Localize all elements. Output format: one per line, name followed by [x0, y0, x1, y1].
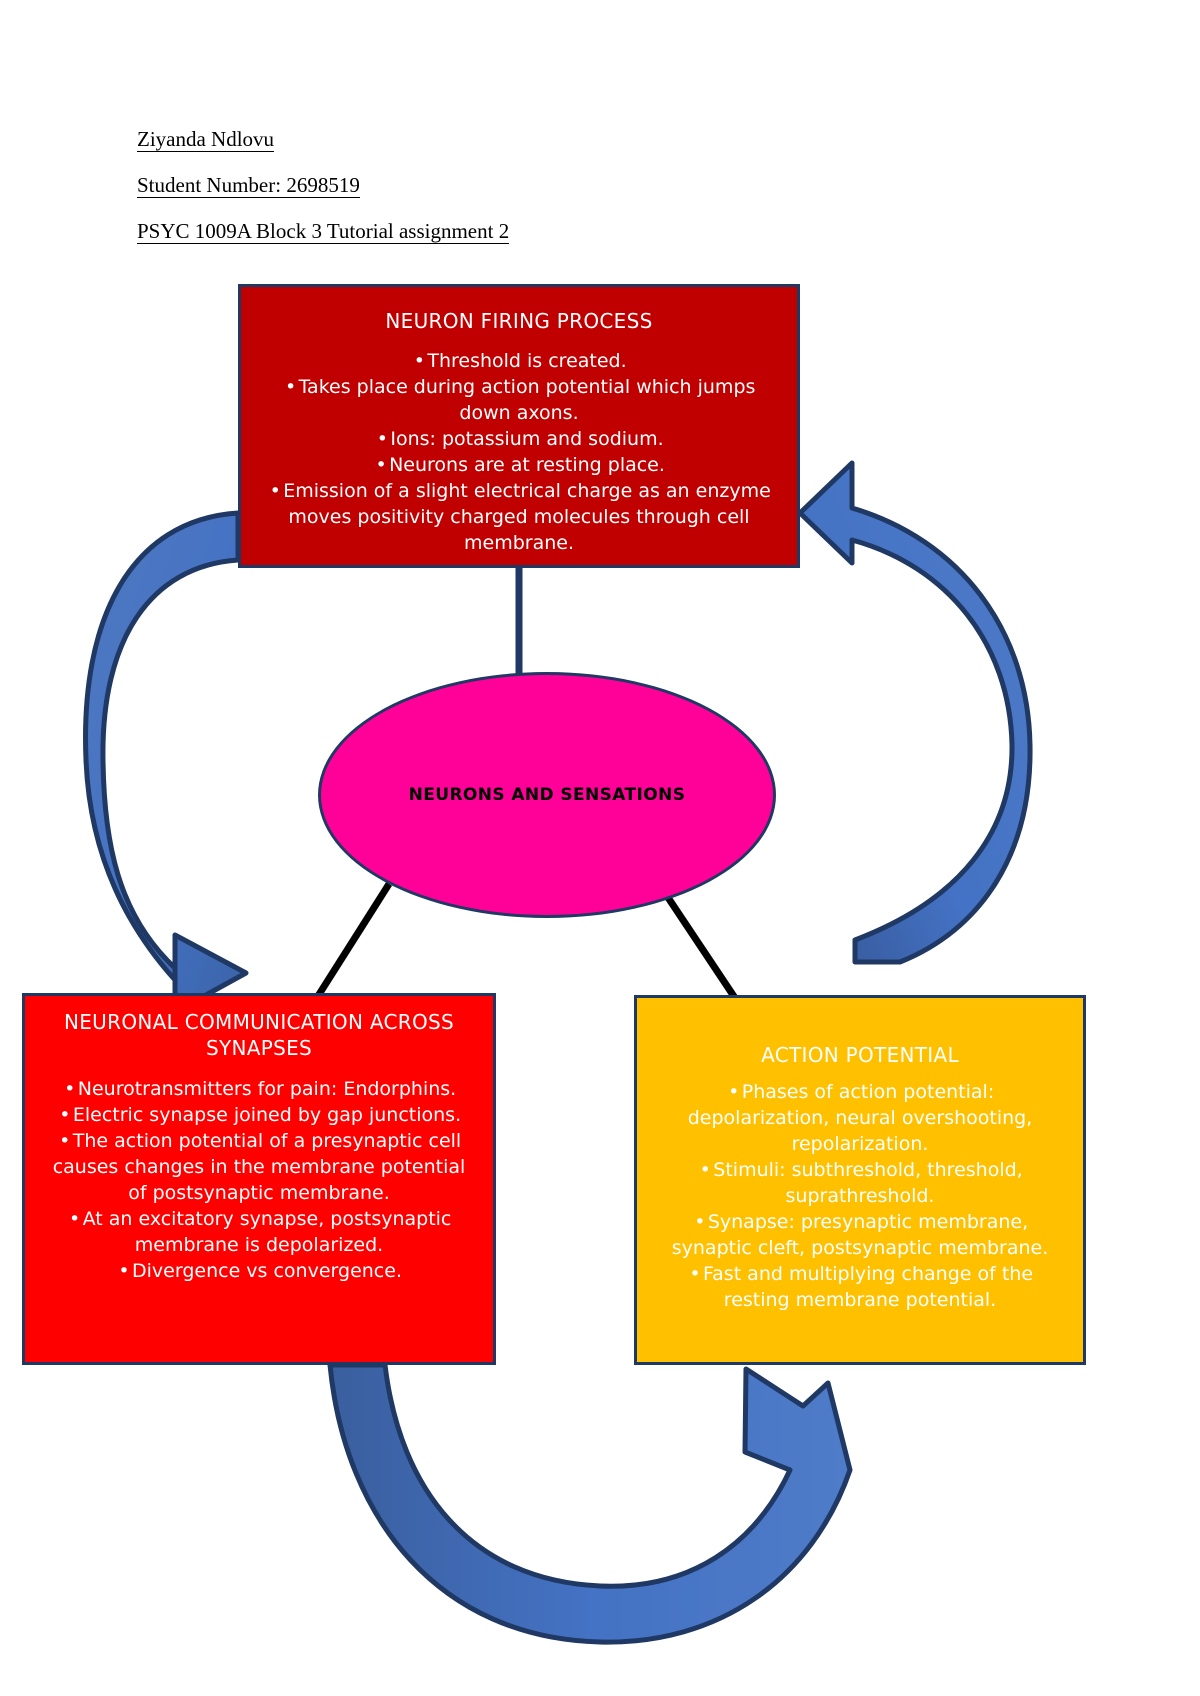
list-item: •Neurotransmitters for pain: Endorphins.	[39, 1076, 479, 1102]
list-item: •Phases of action potential: depolarizat…	[651, 1079, 1069, 1157]
curved-arrow-top-to-left	[83, 510, 249, 1015]
bullet-icon: •	[728, 1081, 740, 1103]
connector-center-to-left	[315, 882, 392, 998]
node-right-bullet-list: •Phases of action potential: depolarizat…	[637, 1079, 1083, 1313]
bullet-icon: •	[689, 1263, 701, 1285]
bullet-icon: •	[118, 1260, 130, 1282]
bullet-icon: •	[376, 428, 388, 450]
list-item: •Emission of a slight electrical charge …	[255, 478, 783, 556]
list-item: •Divergence vs convergence.	[39, 1258, 479, 1284]
bullet-icon: •	[64, 1078, 76, 1100]
bullet-text: Ions: potassium and sodium.	[390, 428, 664, 450]
header-student-number-row: Student Number: 2698519	[137, 174, 837, 220]
course-assignment: PSYC 1009A Block 3 Tutorial assignment 2	[137, 219, 510, 244]
center-node-label: NEURONS AND SENSATIONS	[408, 785, 686, 805]
bullet-text: Fast and multiplying change of the resti…	[702, 1263, 1034, 1311]
bullet-text: Takes place during action potential whic…	[298, 376, 756, 424]
bullet-icon: •	[699, 1159, 711, 1181]
bullet-icon: •	[284, 376, 297, 398]
node-top-title: NEURON FIRING PROCESS	[385, 309, 653, 333]
node-action-potential[interactable]: ACTION POTENTIAL •Phases of action poten…	[634, 995, 1086, 1365]
list-item: •The action potential of a presynaptic c…	[39, 1128, 479, 1206]
node-left-bullet-list: •Neurotransmitters for pain: Endorphins.…	[25, 1076, 493, 1284]
bullet-icon: •	[375, 454, 387, 476]
bullet-text: Emission of a slight electrical charge a…	[283, 480, 771, 554]
student-number: Student Number: 2698519	[137, 173, 360, 198]
document-header: Ziyanda Ndlovu Student Number: 2698519 P…	[137, 128, 837, 266]
list-item: •At an excitatory synapse, postsynaptic …	[39, 1206, 479, 1258]
bullet-text: Neurotransmitters for pain: Endorphins.	[77, 1078, 457, 1100]
header-name-row: Ziyanda Ndlovu	[137, 128, 837, 174]
bullet-icon: •	[413, 350, 425, 372]
bullet-text: Divergence vs convergence.	[132, 1260, 402, 1282]
bullet-icon: •	[68, 1208, 81, 1230]
node-top-bullet-list: •Threshold is created. •Takes place duri…	[241, 348, 797, 556]
bullet-text: The action potential of a presynaptic ce…	[52, 1130, 466, 1204]
list-item: •Stimuli: subthreshold, threshold, supra…	[651, 1157, 1069, 1209]
node-right-title: ACTION POTENTIAL	[761, 1043, 959, 1067]
list-item: •Fast and multiplying change of the rest…	[651, 1261, 1069, 1313]
header-course-row: PSYC 1009A Block 3 Tutorial assignment 2	[137, 220, 837, 266]
node-left-title: NEURONAL COMMUNICATION ACROSS SYNAPSES	[63, 1010, 455, 1060]
list-item: •Neurons are at resting place.	[255, 452, 783, 478]
bullet-icon: •	[59, 1104, 71, 1126]
bullet-text: Electric synapse joined by gap junctions…	[72, 1104, 462, 1126]
bullet-text: Phases of action potential: depolarizati…	[687, 1081, 1033, 1155]
bullet-text: Stimuli: subthreshold, threshold, suprat…	[713, 1159, 1023, 1207]
student-name: Ziyanda Ndlovu	[137, 127, 275, 152]
bullet-text: Threshold is created.	[427, 350, 627, 372]
bullet-icon: •	[59, 1130, 71, 1152]
node-neuronal-communication-across-synapses[interactable]: NEURONAL COMMUNICATION ACROSS SYNAPSES •…	[22, 993, 496, 1365]
bullet-icon: •	[694, 1211, 706, 1233]
list-item: •Electric synapse joined by gap junction…	[39, 1102, 479, 1128]
list-item: •Synapse: presynaptic membrane, synaptic…	[651, 1209, 1069, 1261]
list-item: •Ions: potassium and sodium.	[255, 426, 783, 452]
center-node-neurons-and-sensations[interactable]: NEURONS AND SENSATIONS	[318, 672, 776, 918]
connector-center-to-right	[656, 882, 738, 1000]
bullet-text: At an excitatory synapse, postsynaptic m…	[82, 1208, 452, 1256]
node-neuron-firing-process[interactable]: NEURON FIRING PROCESS •Threshold is crea…	[238, 284, 800, 568]
bullet-text: Neurons are at resting place.	[389, 454, 665, 476]
list-item: •Threshold is created.	[255, 348, 783, 374]
bullet-icon: •	[269, 480, 281, 502]
list-item: •Takes place during action potential whi…	[255, 374, 783, 426]
bullet-text: Synapse: presynaptic membrane, synaptic …	[671, 1211, 1049, 1259]
curved-arrow-right-to-top	[797, 460, 1033, 965]
curved-arrow-left-to-right	[327, 1362, 853, 1645]
